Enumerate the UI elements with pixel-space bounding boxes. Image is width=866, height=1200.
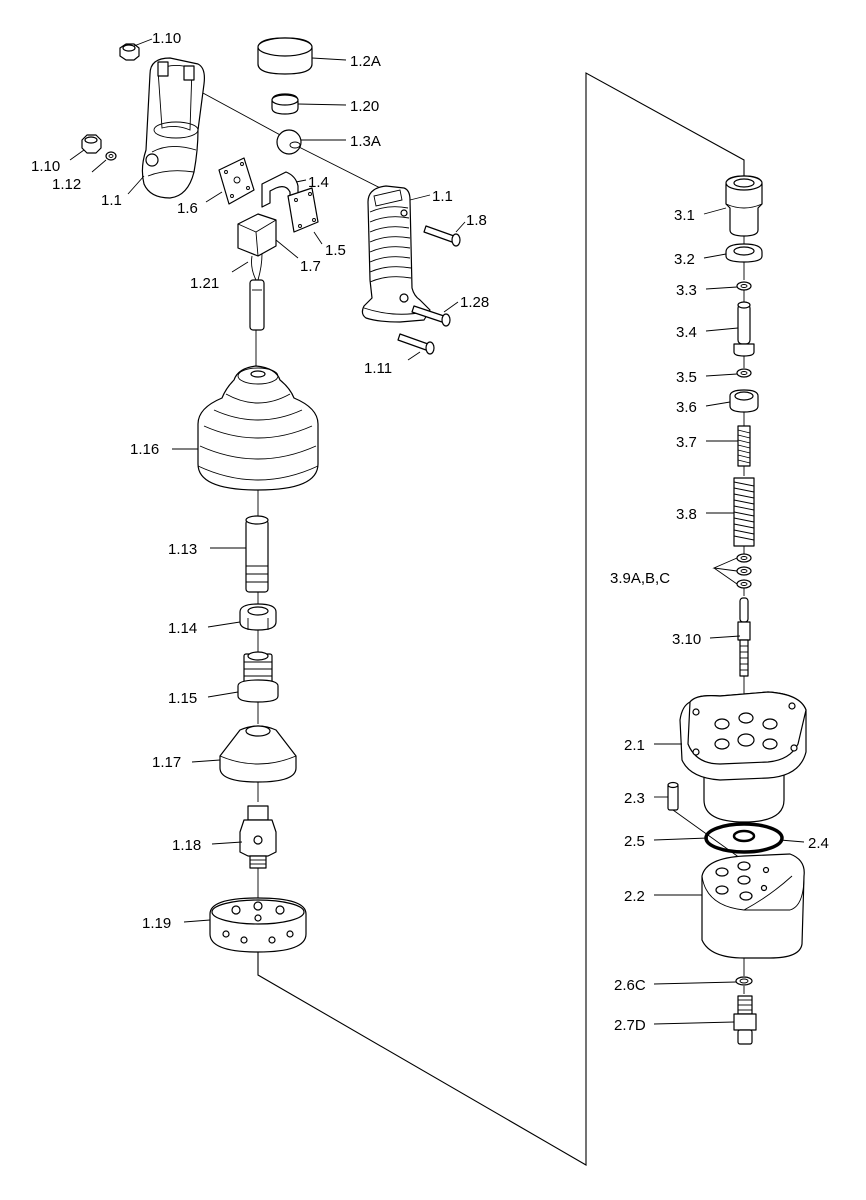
part-1-7-switch: [237, 213, 277, 257]
label-3-4: 3.4: [676, 324, 697, 341]
part-3-3-washer: [736, 281, 752, 291]
label-3-6: 3.6: [676, 399, 697, 416]
label-3-10: 3.10: [672, 631, 701, 648]
label-2-6C: 2.6C: [614, 977, 646, 994]
label-2-2: 2.2: [624, 888, 645, 905]
label-2-3: 2.3: [624, 790, 645, 807]
label-1-15: 1.15: [168, 690, 197, 707]
part-1-18-coupling: [239, 805, 277, 869]
label-1-28: 1.28: [460, 294, 489, 311]
label-2-4: 2.4: [808, 835, 829, 852]
label-1-21: 1.21: [190, 275, 219, 292]
part-2-6C-washer: [735, 976, 753, 986]
label-1-17: 1.17: [152, 754, 181, 771]
label-2-1: 2.1: [624, 737, 645, 754]
part-1-16-rubber-boot: [197, 365, 319, 491]
part-2-7D-fitting: [733, 995, 757, 1045]
part-2-5-o-ring: [704, 822, 784, 854]
part-1-13-shaft: [245, 515, 269, 593]
label-1-6: 1.6: [177, 200, 198, 217]
label-1-13: 1.13: [168, 541, 197, 558]
label-3-2: 3.2: [674, 251, 695, 268]
part-2-4-seal: [732, 829, 756, 843]
part-2-1-flange-housing: [679, 691, 807, 823]
part-1-21-cable: [249, 253, 265, 331]
part-1-20-small-cap: [271, 93, 299, 115]
label-1-5: 1.5: [325, 242, 346, 259]
part-1-17-cone: [219, 725, 297, 783]
label-3-5: 3.5: [676, 369, 697, 386]
label-1-1-left: 1.1: [101, 192, 122, 209]
label-3-9: 3.9A,B,C: [610, 570, 670, 587]
part-1-12-washer: [105, 151, 117, 161]
part-1-1-handle-half-left: [141, 57, 205, 199]
part-1-8-screw: [423, 225, 461, 247]
label-1-11: 1.11: [364, 360, 392, 377]
frame-lines: [257, 72, 745, 1166]
part-1-6-plate: [218, 157, 255, 205]
label-1-1-right: 1.1: [432, 188, 453, 205]
label-2-7D: 2.7D: [614, 1017, 646, 1034]
part-1-2A-cap: [257, 37, 313, 75]
part-3-8-spring: [733, 477, 755, 547]
part-1-1-handle-assembled: [361, 185, 431, 323]
label-1-16: 1.16: [130, 441, 159, 458]
label-1-10-left: 1.10: [31, 158, 60, 175]
label-1-12: 1.12: [52, 176, 81, 193]
part-1-14-nut: [239, 603, 277, 631]
label-3-7: 3.7: [676, 434, 697, 451]
label-3-3: 3.3: [676, 282, 697, 299]
label-3-1: 3.1: [674, 207, 695, 224]
part-1-19-base-dish: [209, 897, 307, 953]
label-1-10-top: 1.10: [152, 30, 181, 47]
part-1-5-plate: [287, 187, 319, 233]
part-1-15-bushing: [237, 651, 279, 703]
part-3-1-cylinder: [725, 175, 763, 237]
part-3-10-plunger: [737, 597, 751, 677]
label-1-18: 1.18: [172, 837, 201, 854]
part-1-10-nut-top: [119, 43, 140, 61]
part-1-10-nut-left: [81, 134, 102, 154]
part-1-4-bracket: [261, 171, 299, 208]
part-3-7-spring: [737, 425, 751, 467]
part-3-2-ring: [725, 243, 763, 263]
part-1-11-screw: [397, 333, 435, 355]
label-1-7: 1.7: [300, 258, 321, 275]
part-3-5-washer: [736, 368, 752, 378]
label-1-14: 1.14: [168, 620, 197, 637]
part-3-9-shims: [736, 553, 752, 589]
label-1-2A: 1.2A: [350, 53, 381, 70]
label-1-19: 1.19: [142, 915, 171, 932]
label-1-20: 1.20: [350, 98, 379, 115]
part-2-2-valve-body: [701, 853, 805, 959]
part-1-3A-ball: [276, 129, 302, 155]
label-1-3A: 1.3A: [350, 133, 381, 150]
label-3-8: 3.8: [676, 506, 697, 523]
leader-lines: [69, 38, 805, 1025]
part-1-28-screw: [411, 305, 451, 327]
part-labels: 1.10 1.2A 1.20 1.3A 1.10 1.12 1.1 1.6 1.…: [31, 30, 829, 1034]
part-3-6-spring-seat: [729, 389, 759, 413]
part-3-4-pin: [733, 301, 755, 357]
label-1-4: 1.4: [308, 174, 329, 191]
label-1-8: 1.8: [466, 212, 487, 229]
label-2-5: 2.5: [624, 833, 645, 850]
